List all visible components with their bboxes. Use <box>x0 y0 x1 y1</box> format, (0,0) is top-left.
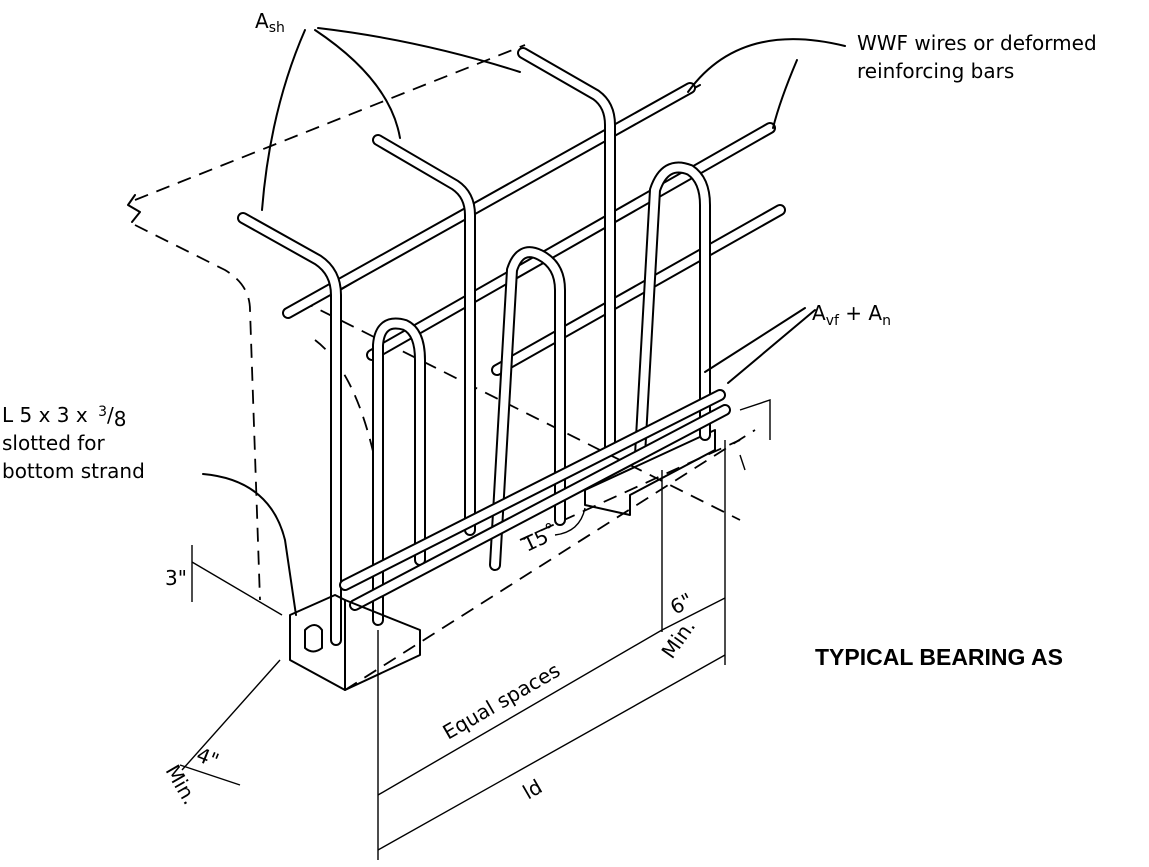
avf-an-hooked-bars <box>339 161 731 626</box>
wwf-label-line1: WWF wires or deformed <box>857 31 1097 55</box>
steel-angle <box>289 594 421 691</box>
dim-6in-min: Min. <box>656 615 700 663</box>
dim-equal-spaces: Equal spaces <box>439 658 565 744</box>
dim-4in: 4" <box>193 742 222 772</box>
ash-label: Ash <box>255 9 285 36</box>
wwf-label-line2: reinforcing bars <box>857 59 1014 83</box>
avf-an-label: Avf + An <box>812 301 891 329</box>
dim-15-degree: 15˚ <box>519 520 561 557</box>
leader-arrows <box>202 27 846 616</box>
dim-ld: ld <box>519 774 547 804</box>
angle-label-line1: L 5 x 3 x 3/8 <box>2 403 126 431</box>
dim-3in: 3" <box>165 566 187 590</box>
dimension-lines <box>179 399 771 860</box>
angle-label-line2: slotted for <box>2 431 106 455</box>
drawing-title: TYPICAL BEARING AS <box>815 644 1063 670</box>
dashed-member-outline <box>127 44 756 691</box>
angle-label-line3: bottom strand <box>2 459 145 483</box>
dim-4in-min: Min. <box>161 761 203 809</box>
ash-stirrups <box>237 47 616 646</box>
bearing-pad <box>584 429 716 516</box>
longitudinal-bars <box>282 82 786 376</box>
